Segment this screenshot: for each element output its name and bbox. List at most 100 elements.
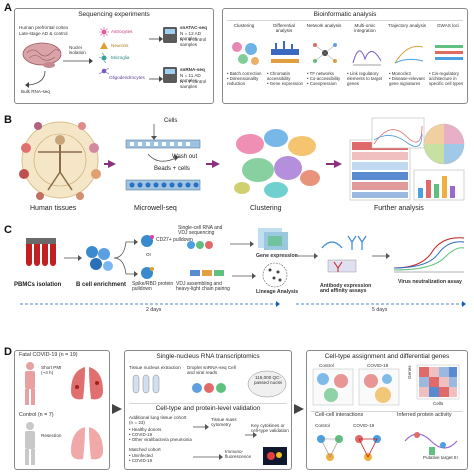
astrocytes-label: Astrocytes: [111, 29, 133, 34]
spike-pulldown-label: Spike/RBD protein pulldown: [132, 281, 174, 293]
gwas-thumbnail: [435, 45, 463, 60]
sequencer-icon-bottom: [163, 67, 177, 83]
microglia-icon: [98, 52, 107, 64]
pbmcs-isolation-label: PBMCs isolation: [14, 282, 62, 288]
resection-label: Resection: [41, 433, 62, 438]
covid-interaction-network: [355, 435, 381, 461]
bulk-rnaseq-label: Bulk RNA-seq: [21, 89, 50, 94]
bullets-network: • TF networks • Co-accessibility • Coexp…: [307, 71, 341, 87]
protein-activity-icon: [404, 432, 458, 455]
cell-cell-interactions-label: Cell-cell interactions: [315, 412, 364, 418]
column-network: Network analysis: [306, 23, 342, 28]
control-label: Control (n = 7): [19, 412, 54, 418]
nuclei-arrow: [63, 58, 93, 64]
cohorts-box: Fatal COVID-19 (n = 19) Short PMI (~4 h)…: [14, 350, 110, 470]
d-arrow-2: [294, 404, 304, 414]
nuclei-label: Nuclei: [69, 45, 82, 50]
additional-lung-items: • Healthy donors • COVID-19 • Other vira…: [129, 427, 192, 443]
additional-lung-label: Additional lung tissue cohort (n = 23): [129, 415, 187, 426]
bullets-clustering: • Batch correction • Dimensionality redu…: [227, 71, 262, 87]
qc-nuclei-label: 116,000 QC-passed nuclei: [253, 375, 283, 386]
fatal-lungs-icon: [71, 367, 103, 400]
virus-neutralization-label: Virus neutralization assay: [398, 279, 462, 285]
putative-target-label: Putative target III: [423, 455, 458, 460]
isolation-label: isolation: [69, 50, 86, 55]
differential-thumbnail: [271, 41, 299, 63]
tissue-nucleus-label: Tissue nucleus extraction: [129, 365, 181, 370]
covid-umap: [358, 368, 400, 406]
cd27-pulldown-label: CD27+ pulldown: [156, 237, 193, 243]
qc-bubble: [247, 370, 287, 398]
bullets-differential: • Chromatin accessibility • Gene express…: [267, 71, 303, 87]
bullets-multiomic: • Link regulatory elements to target gen…: [347, 71, 383, 87]
column-multiomic: Multi-omic integration: [354, 23, 376, 33]
snatac-n-ad: N = 12 AD samples: [180, 31, 202, 42]
clustering-tsne: [234, 129, 320, 198]
c-arrow-5: [372, 253, 390, 259]
gene-heatmap: [416, 364, 460, 400]
snrna-n-ctrl: N = 7 control samples: [180, 79, 207, 90]
bullets-gwas: • Cis-regulatory architecture in specifi…: [429, 71, 464, 87]
fatal-covid-label: Fatal COVID-19 (n = 19): [19, 352, 78, 358]
cell-type-assignment-box: Cell-type assignment and differential ge…: [306, 350, 468, 470]
key-cyto-arrow: [245, 432, 257, 438]
sequencer-icon-top: [163, 27, 177, 43]
droplet-label: Droplet snRNA-seq Cell and viral reads: [187, 365, 236, 376]
sn-title: Single-nucleus RNA transcriptomics: [156, 353, 260, 360]
microwell-top: [125, 124, 201, 149]
validation-title: Cell-type and protein-level validation: [155, 405, 261, 412]
fatal-body-icon: [25, 362, 35, 405]
lineage-tree-icon: [262, 262, 288, 288]
gene-expression-plot: [258, 228, 288, 250]
arrow-b-1: [108, 160, 116, 168]
beads-cells-label: Beads + cells: [154, 166, 190, 172]
panel-letter-b: B: [4, 114, 12, 126]
control-interaction-network: [317, 435, 343, 461]
c-arrow-3: [232, 273, 256, 279]
oligodendrocytes-label: Oligodendrocytes: [109, 75, 145, 80]
oligodendrocyte-icon: [98, 67, 110, 75]
mass-cytometry-label: Tissue mass cytometry: [211, 417, 237, 428]
astrocyte-icon: [99, 27, 109, 37]
column-differential: Differential analysis: [273, 23, 295, 33]
step-clustering: Clustering: [250, 205, 282, 212]
sequencing-experiments-box: Sequencing experiments Human prefrontal …: [14, 8, 214, 104]
control-body-icon: [25, 422, 35, 465]
column-trajectory: Trajectory analysis: [387, 23, 427, 28]
step-human-tissues: Human tissues: [30, 205, 77, 212]
c-branch-arrows: [113, 239, 138, 277]
control-lungs-icon: [71, 427, 103, 460]
b-cell-enrichment-label: B cell enrichment: [76, 282, 127, 288]
snatac-n-ctrl: N = 8 control samples: [180, 37, 207, 48]
bioinformatic-title: Bioinformatic analysis: [313, 11, 377, 18]
cohort-label-1: Human prefrontal cortex: [19, 25, 69, 30]
snrna-label: snRNA-seq: [180, 67, 205, 72]
or-label: Or: [146, 252, 152, 257]
neutralization-curves: [393, 237, 465, 273]
panel-letter-a: A: [4, 2, 12, 14]
lineage-analysis-label: Lineage Analysis: [256, 289, 299, 295]
five-days-label: 5 days: [372, 307, 388, 313]
step-further-analysis: Further analysis: [374, 205, 424, 212]
column-gwas: GWAS loci: [436, 23, 460, 28]
wash-arrow: [147, 153, 179, 162]
network-thumbnail: [313, 43, 337, 63]
sc-rna-vdj-label: Single-cell RNA and VDJ sequencing: [178, 225, 223, 237]
c-arrow-4: [296, 253, 318, 259]
genes-axis-label: Genes: [407, 365, 412, 379]
trajectory-thumbnail: [394, 45, 424, 64]
d-arrow-1: [112, 404, 122, 414]
human-tissues-illustration: [19, 121, 101, 200]
panel-letter-c: C: [4, 224, 12, 236]
tube-icons: [132, 374, 160, 394]
microglia-label: Microglia: [111, 55, 130, 60]
cohort-label-2: Late-stage AD & control: [19, 31, 68, 36]
covid-cci-label: COVID-19: [353, 423, 375, 428]
c-arrow-1: [64, 255, 82, 261]
droplet-icon: [192, 383, 226, 393]
bulk-arrow: [25, 70, 46, 88]
vdj-chain-icon: [190, 270, 224, 276]
brain-illustration: [22, 42, 62, 68]
immunofluorescence-label: Immuno-fluorescence: [225, 449, 252, 460]
snrna-n-ad: N = 11 AD samples: [180, 73, 201, 84]
